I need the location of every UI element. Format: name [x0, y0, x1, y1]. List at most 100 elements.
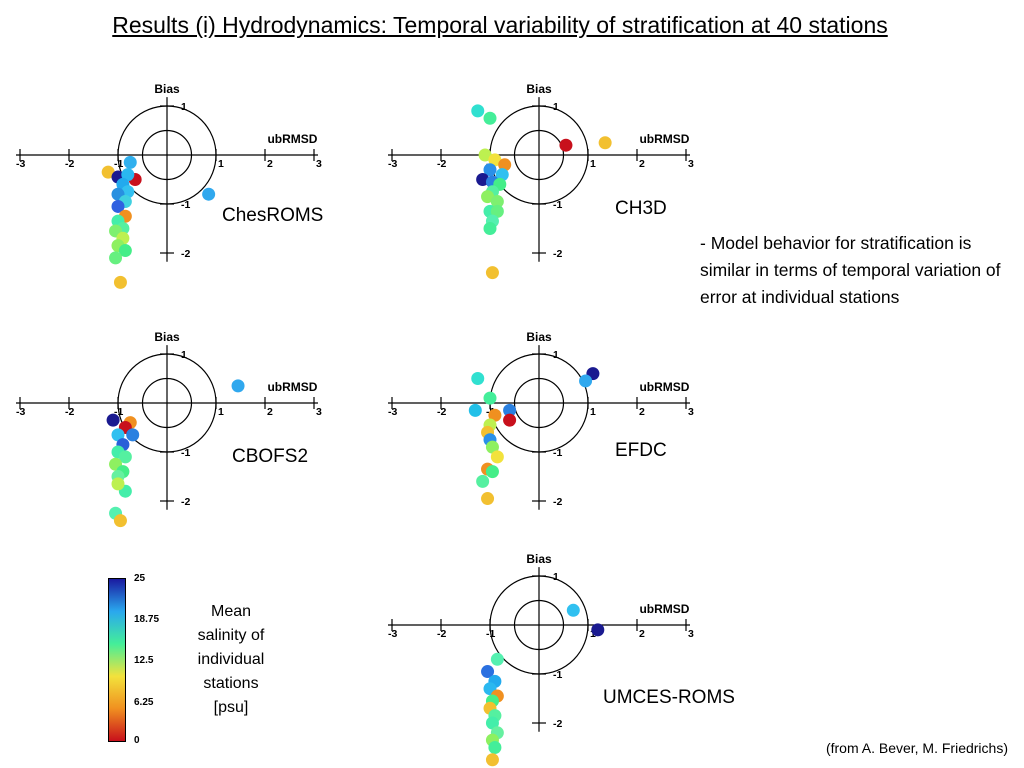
- y-tick-label: -2: [181, 248, 190, 260]
- colorbar-tick: 12.5: [134, 655, 154, 666]
- x-axis-label: ubRMSD: [267, 132, 317, 146]
- x-tick-label: -3: [388, 628, 397, 640]
- data-point: [202, 187, 216, 201]
- x-tick-label: -1: [486, 628, 495, 640]
- colorbar-tick: 6.25: [134, 697, 154, 708]
- data-point: [488, 741, 502, 754]
- data-point: [476, 474, 490, 488]
- data-point: [111, 428, 125, 442]
- x-axis-label: ubRMSD: [639, 132, 689, 146]
- data-point: [113, 514, 127, 528]
- data-point: [483, 391, 497, 405]
- data-point: [485, 465, 499, 479]
- data-point: [476, 173, 490, 186]
- data-point: [483, 222, 497, 235]
- data-point: [485, 440, 499, 454]
- y-tick-label: -1: [553, 199, 562, 211]
- data-point: [485, 716, 499, 730]
- x-tick-label: -2: [65, 406, 74, 418]
- data-point: [109, 251, 123, 265]
- data-point: [485, 266, 499, 280]
- data-point: [478, 148, 492, 162]
- data-point: [483, 111, 497, 125]
- x-axis-label: ubRMSD: [267, 380, 317, 394]
- y-tick-label: -1: [181, 447, 190, 459]
- y-tick-label: 1: [553, 101, 559, 113]
- data-point: [579, 374, 593, 388]
- data-point: [490, 450, 504, 464]
- data-point: [126, 428, 140, 442]
- model-label-cbofs2: CBOFS2: [232, 446, 309, 467]
- data-point: [111, 199, 125, 213]
- data-point: [503, 413, 517, 427]
- y-tick-label: 1: [181, 349, 187, 361]
- data-point: [231, 379, 245, 393]
- x-tick-label: 2: [267, 406, 273, 418]
- data-point: [481, 190, 495, 204]
- y-tick-label: -2: [553, 718, 562, 730]
- colorbar-tick: 0: [134, 735, 140, 746]
- y-tick-label: -2: [553, 496, 562, 508]
- y-axis-label: Bias: [526, 82, 552, 96]
- data-point: [495, 168, 509, 182]
- data-point: [503, 403, 517, 417]
- x-tick-label: -3: [388, 406, 397, 418]
- data-point: [471, 104, 485, 118]
- data-point: [591, 623, 605, 637]
- model-label-efdc: EFDC: [615, 440, 667, 461]
- x-tick-label: 2: [639, 628, 645, 640]
- colorbar-gradient: [108, 578, 126, 742]
- x-tick-label: 3: [316, 406, 322, 418]
- legend-caption: Mean salinity of individual stations [ps…: [197, 603, 265, 716]
- y-tick-label: 1: [181, 101, 187, 113]
- colorbar-tick: 25: [134, 573, 146, 584]
- x-tick-label: 1: [218, 158, 224, 170]
- y-axis-label: Bias: [154, 330, 180, 344]
- data-point: [106, 413, 120, 427]
- data-point: [121, 168, 135, 182]
- y-tick-label: -1: [553, 447, 562, 459]
- x-tick-label: 2: [639, 406, 645, 418]
- x-tick-label: -2: [437, 158, 446, 170]
- y-tick-label: -2: [553, 248, 562, 260]
- data-point: [481, 492, 495, 506]
- x-tick-label: 3: [316, 158, 322, 170]
- salinity-colorbar: 25 18.75 12.5 6.25 0: [100, 573, 190, 750]
- x-tick-label: 1: [590, 406, 596, 418]
- data-point: [566, 603, 580, 617]
- data-point: [498, 158, 512, 172]
- data-point: [118, 450, 132, 464]
- data-point: [113, 275, 127, 289]
- x-axis-label: ubRMSD: [639, 380, 689, 394]
- data-point: [598, 136, 612, 150]
- data-point: [123, 155, 137, 169]
- data-point: [481, 665, 495, 679]
- y-axis-label: Bias: [526, 552, 552, 566]
- x-tick-label: -1: [114, 158, 123, 170]
- data-point: [471, 372, 485, 385]
- x-tick-label: 1: [218, 406, 224, 418]
- reference-circle: [513, 377, 565, 429]
- reference-circle: [141, 377, 193, 429]
- data-point: [488, 408, 502, 422]
- y-tick-label: 1: [553, 349, 559, 361]
- model-label-umces-roms: UMCES-ROMS: [603, 687, 735, 708]
- data-point: [121, 185, 135, 199]
- model-label-ch3d: CH3D: [615, 198, 667, 219]
- data-point: [488, 153, 502, 167]
- data-point: [118, 244, 132, 258]
- data-point: [468, 403, 482, 417]
- x-tick-label: 3: [688, 406, 694, 418]
- y-tick-label: -1: [181, 199, 190, 211]
- model-label-chesroms: ChesROMS: [222, 205, 324, 226]
- y-axis-label: Bias: [526, 330, 552, 344]
- slide-title: Results (i) Hydrodynamics: Temporal vari…: [112, 12, 888, 38]
- x-tick-label: 2: [639, 158, 645, 170]
- data-point: [483, 163, 497, 177]
- x-tick-label: -2: [437, 628, 446, 640]
- data-point: [485, 753, 499, 767]
- x-tick-label: -1: [114, 406, 123, 418]
